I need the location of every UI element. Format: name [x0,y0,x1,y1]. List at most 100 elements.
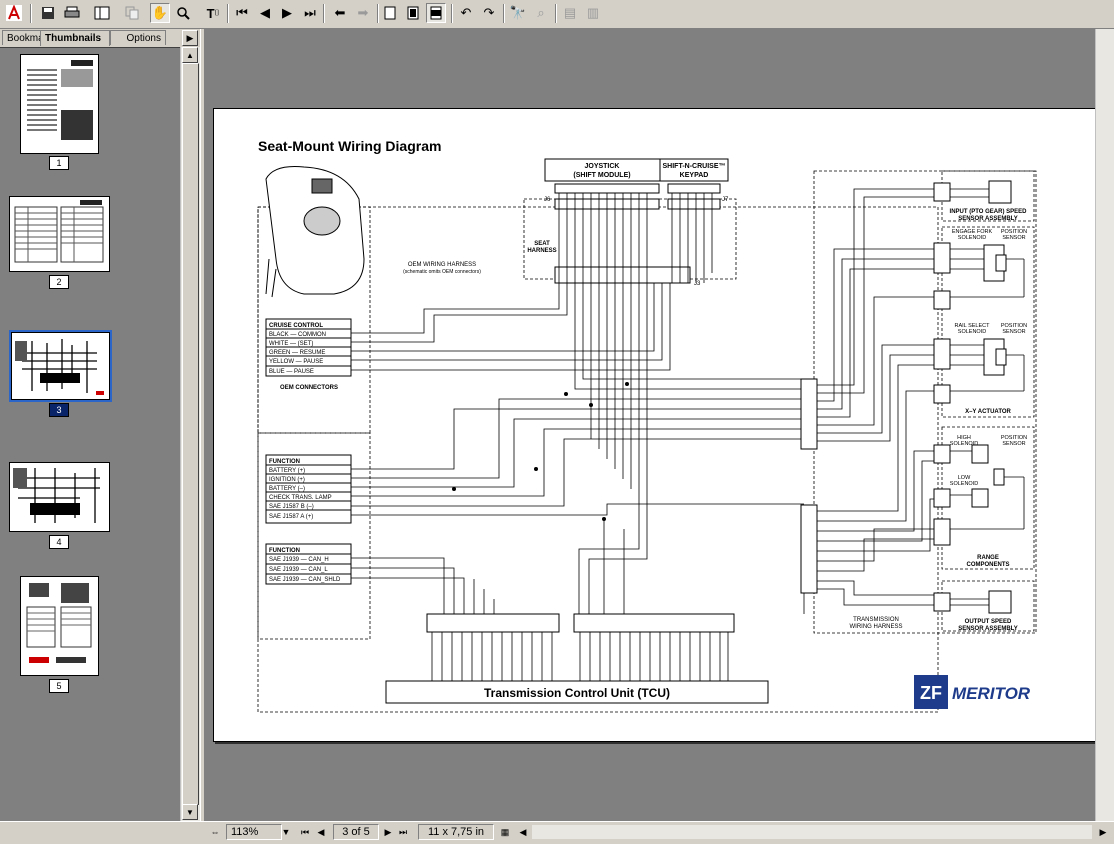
output-sensor-label-2: SENSOR ASSEMBLY [958,626,1018,632]
article-icon[interactable]: ▤ [560,3,580,23]
zf-meritor-logo: ZF MERITOR [914,675,1031,709]
resize-handle-icon[interactable]: ⇔ [208,825,222,839]
thumbnail-page-1[interactable] [20,54,99,154]
trans-harness-label-1: TRANSMISSION [853,617,899,623]
function-title: FUNCTION [269,548,300,554]
column-icon[interactable]: ▥ [583,3,603,23]
thumbnail-page-5[interactable] [20,576,99,676]
hand-tool-icon[interactable]: ✋ [150,3,170,23]
go-back-icon[interactable]: ⬅ [330,3,350,23]
actual-size-icon[interactable] [380,3,400,23]
function-row: BATTERY (–) [269,486,305,492]
thumbnail-page-3[interactable] [11,332,110,400]
range-components-label-1: RANGE [977,555,999,561]
previous-page-button-icon[interactable]: ◀ [314,825,328,839]
go-forward-icon[interactable]: ➡ [353,3,373,23]
thumbnail-page-4[interactable] [9,462,110,532]
j7-label: J7 [722,197,729,203]
pane-menu-arrow-icon[interactable]: ▶ [182,30,198,46]
next-page-icon[interactable]: ▶ [277,3,297,23]
rotate-left-icon[interactable]: ↶ [456,3,476,23]
function-row: SAE J1939 — CAN_L [269,567,328,573]
print-icon[interactable] [62,3,82,23]
position-sensor-label-2: SENSOR [1002,441,1025,447]
last-page-button-icon[interactable]: ⏭ [396,825,410,839]
low-solenoid-label-2: SOLENOID [950,481,978,487]
tab-thumbnails[interactable]: Thumbnails [40,30,110,46]
output-sensor-label-1: OUTPUT SPEED [965,619,1012,625]
function-table-1: FUNCTION BATTERY (+) IGNITION (+) BATTER… [266,455,351,523]
seat-harness-label-2: HARNESS [527,248,556,254]
first-page-icon[interactable]: ⏮ [232,3,252,23]
xy-actuator-label: X–Y ACTUATOR [965,409,1011,415]
wiring-diagram: Seat-Mount Wiring Diagram [214,109,1110,741]
nav-tabs: Bookmarks Options Thumbnails ▶ [2,30,198,46]
joystick-label-1: JOYSTICK [584,163,619,170]
page-number-4[interactable]: 4 [49,535,69,549]
search-icon[interactable]: ⌕ [531,3,551,23]
document-scrollbar[interactable] [1095,29,1114,821]
fit-width-icon[interactable] [426,3,446,23]
thumbnail-page-2[interactable] [9,196,110,272]
find-icon[interactable]: 🔭 [508,3,528,23]
page-number-field[interactable]: 3 of 5 [333,824,379,840]
tab-options[interactable]: Options [110,30,166,45]
scroll-up-icon[interactable]: ▲ [182,47,198,63]
keypad-label-1: SHIFT-N-CRUISE™ [663,163,726,170]
document-view: Seat-Mount Wiring Diagram [205,29,1114,821]
input-sensor-label-2: SENSOR ASSEMBLY [958,216,1018,222]
hscroll-right-icon[interactable]: ▶ [1096,825,1110,839]
function-row: IGNITION (+) [269,477,305,483]
first-page-button-icon[interactable]: ⏮ [298,825,312,839]
j6-label: J6 [544,197,551,203]
keypad-label-2: KEYPAD [680,172,709,179]
high-solenoid-label-2: SOLENOID [950,441,978,447]
rotate-right-icon[interactable]: ↷ [479,3,499,23]
show-navigation-pane-icon[interactable] [92,3,112,23]
save-icon[interactable] [38,3,58,23]
seat-harness-label-1: SEAT [534,241,550,247]
zoom-field[interactable]: 113% [226,824,282,840]
function-row: CHECK TRANS. LAMP [269,495,332,501]
navigation-pane: Bookmarks Options Thumbnails ▶ 1 2 3 [0,29,200,821]
toolbar: ✋ T⌷ ⏮ ◀ ▶ ⏭ ⬅ ➡ ↶ ↷ 🔭 ⌕ ▤ ▥ [0,0,1114,29]
logo-text: MERITOR [952,684,1031,703]
page-layout-icon[interactable]: ▦ [498,825,512,839]
logo-mark: ZF [920,683,942,703]
tcu-label: Transmission Control Unit (TCU) [484,686,670,700]
previous-page-icon[interactable]: ◀ [255,3,275,23]
range-components-label-2: COMPONENTS [966,562,1009,568]
page-number-3[interactable]: 3 [49,403,69,417]
copy-icon[interactable] [122,3,142,23]
page-number-2[interactable]: 2 [49,275,69,289]
scroll-down-icon[interactable]: ▼ [182,804,198,820]
cruise-row: BLACK — COMMON [269,332,326,338]
rail-select-label-2: SOLENOID [958,329,986,335]
function-row: SAE J1939 — CAN_SHLD [269,577,341,583]
thumbnail-scrollbar[interactable]: ▲ ▼ [180,47,200,821]
adobe-icon[interactable] [4,3,24,23]
horizontal-scrollbar[interactable] [532,825,1092,839]
scroll-thumb[interactable] [182,63,199,805]
fit-page-icon[interactable] [403,3,423,23]
hscroll-left-icon[interactable]: ◀ [516,825,530,839]
cruise-row: YELLOW — PAUSE [269,359,323,365]
zoom-dropdown-icon[interactable]: ▼ [279,825,293,839]
function-row: SAE J1587 B (–) [269,504,314,510]
next-page-button-icon[interactable]: ▶ [381,825,395,839]
position-sensor-label-2: SENSOR [1002,329,1025,335]
zoom-in-icon[interactable] [173,3,193,23]
oem-connectors-label: OEM CONNECTORS [280,385,338,391]
oem-harness-label-1: OEM WIRING HARNESS [408,262,476,268]
function-row: SAE J1587 A (+) [269,514,313,520]
cruise-row: GREEN — RESUME [269,350,325,356]
last-page-icon[interactable]: ⏭ [300,3,320,23]
cruise-row: WHITE — (SET) [269,341,313,347]
page-number-5[interactable]: 5 [49,679,69,693]
text-select-icon[interactable]: T⌷ [203,3,223,23]
joystick-label-2: (SHIFT MODULE) [573,172,630,179]
engage-fork-label-2: SOLENOID [958,235,986,241]
page-number-1[interactable]: 1 [49,156,69,170]
document-page: Seat-Mount Wiring Diagram [213,108,1111,742]
diagram-title: Seat-Mount Wiring Diagram [258,138,441,154]
